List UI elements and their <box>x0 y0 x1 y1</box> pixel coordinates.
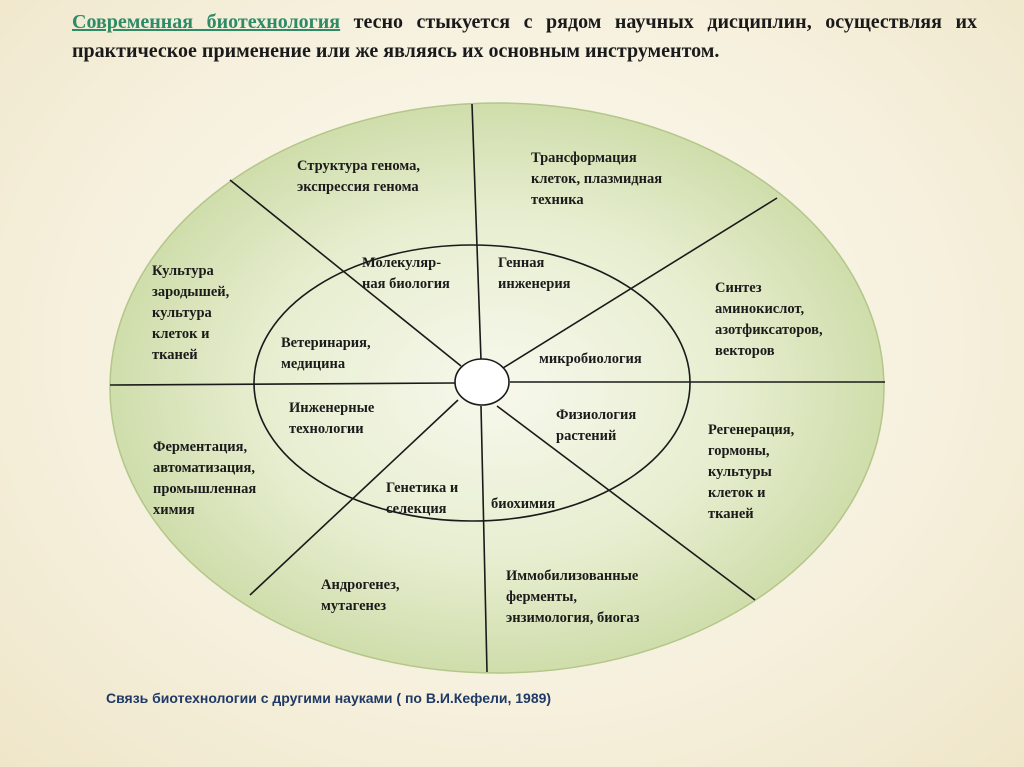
label-amino-acid-synthesis: Синтез аминокислот, азотфиксаторов, вект… <box>715 280 823 359</box>
divider-diag-top-right <box>502 197 778 369</box>
divider-diag-top-left <box>229 179 462 367</box>
inner-ring <box>253 244 691 522</box>
heading-highlight: Современная биотехнология <box>72 11 341 33</box>
label-plant-physiology: Физиология растений <box>556 407 637 444</box>
divider-diag-bottom-left <box>249 399 459 596</box>
label-fermentation: Ферментация, автоматизация, промышленная… <box>153 439 257 518</box>
label-biochemistry: биохимия <box>491 496 556 512</box>
label-molecular-biology: Молекуляр- ная биология <box>362 255 450 292</box>
label-microbiology: микробиология <box>539 351 642 367</box>
label-genome-structure: Структура генома, экспрессия генома <box>297 158 420 195</box>
label-immobilized-enzymes: Иммобилизованные ферменты, энзимология, … <box>506 568 640 626</box>
label-engineering-technologies: Инженерные технологии <box>289 400 375 437</box>
divider-vertical-top <box>471 103 482 361</box>
center-hub <box>454 358 510 406</box>
label-genetic-engineering: Генная инженерия <box>498 255 571 292</box>
divider-vertical-bottom <box>480 405 488 673</box>
sector-dividers <box>109 103 885 673</box>
divider-diag-bottom-right <box>496 405 756 601</box>
heading-text: тесно стыкуется с рядом научных дисципли… <box>72 11 977 62</box>
label-embryo-culture: Культура зародышей, культура клеток и тк… <box>152 263 230 363</box>
label-androgenesis: Андрогенез, мутагенез <box>321 577 400 614</box>
label-cell-transformation: Трансформация клеток, плазмидная техника <box>531 150 663 208</box>
label-regeneration: Регенерация, гормоны, культуры клеток и … <box>708 422 795 522</box>
heading: Современная биотехнология тесно стыкуетс… <box>72 8 977 66</box>
divider-horizontal-left <box>109 382 456 386</box>
label-veterinary-medicine: Ветеринария, медицина <box>281 335 371 372</box>
label-genetics-selection: Генетика и селекция <box>386 480 459 517</box>
diagram-caption: Связь биотехнологии с другими науками ( … <box>106 690 552 706</box>
